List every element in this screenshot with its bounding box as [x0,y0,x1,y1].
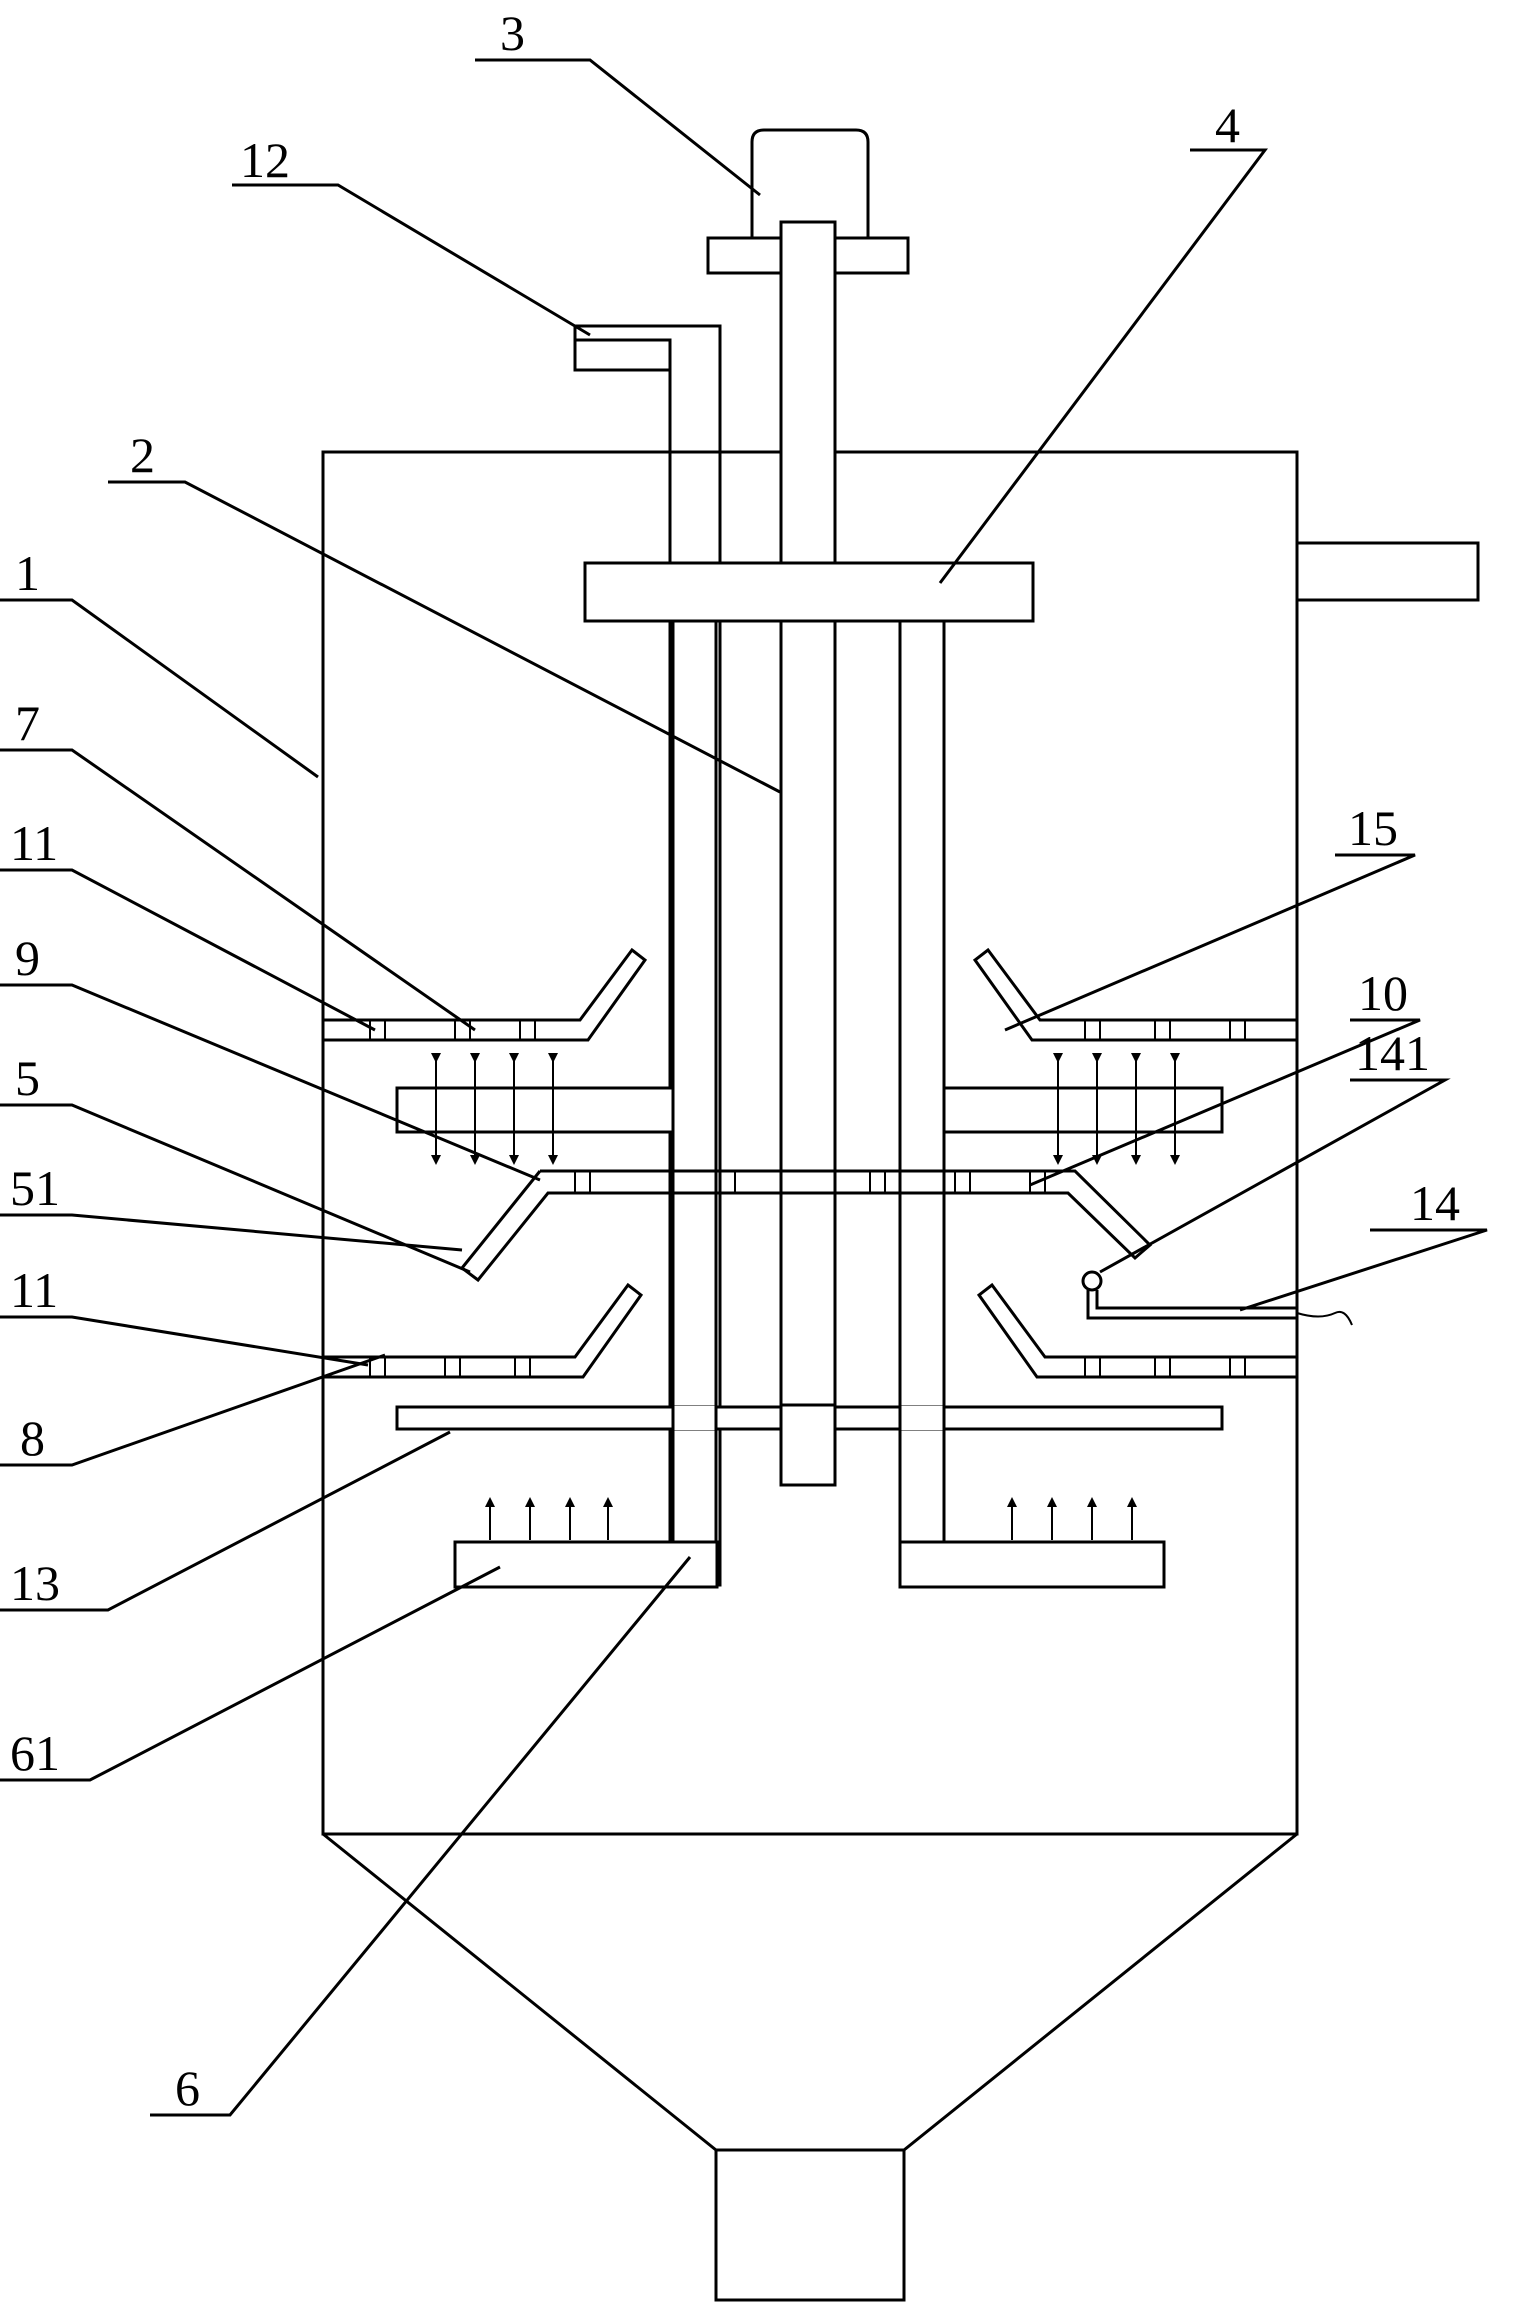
label-141: 141 [1355,1025,1430,1081]
label-6: 6 [175,2060,200,2116]
label-3: 3 [500,5,525,61]
label-11-upper: 11 [10,815,58,871]
label-13: 13 [10,1555,60,1611]
label-61: 61 [10,1725,60,1781]
label-12: 12 [240,132,290,188]
label-5: 5 [15,1050,40,1106]
bottom-outlet [714,2148,906,2302]
label-2: 2 [130,427,155,483]
label-4: 4 [1215,97,1240,153]
gas-arrows-lower [485,1497,1137,1540]
side-outlet [1297,541,1480,602]
upper-tray-right [972,947,1297,1042]
plate-9-left [395,1086,675,1134]
feed-pipe [575,324,722,1587]
leader-lines [0,58,1488,2117]
bubble-arrows-upper [431,1053,1180,1165]
gas-pipe-left [453,621,719,1589]
support-plate [583,561,1035,623]
label-11-lower: 11 [10,1262,58,1318]
label-9: 9 [15,930,40,986]
label-8: 8 [20,1410,45,1466]
label-1: 1 [15,545,40,601]
label-15: 15 [1348,800,1398,856]
upper-tray-left [323,947,648,1042]
label-7: 7 [15,695,40,751]
label-10: 10 [1358,965,1408,1021]
lower-tray-right [976,1282,1297,1379]
plate-9-right [942,1086,1224,1134]
label-14: 14 [1410,1175,1460,1231]
temperature-sensor [1081,1270,1353,1326]
lower-tray-left [323,1282,644,1379]
label-51: 51 [10,1160,60,1216]
